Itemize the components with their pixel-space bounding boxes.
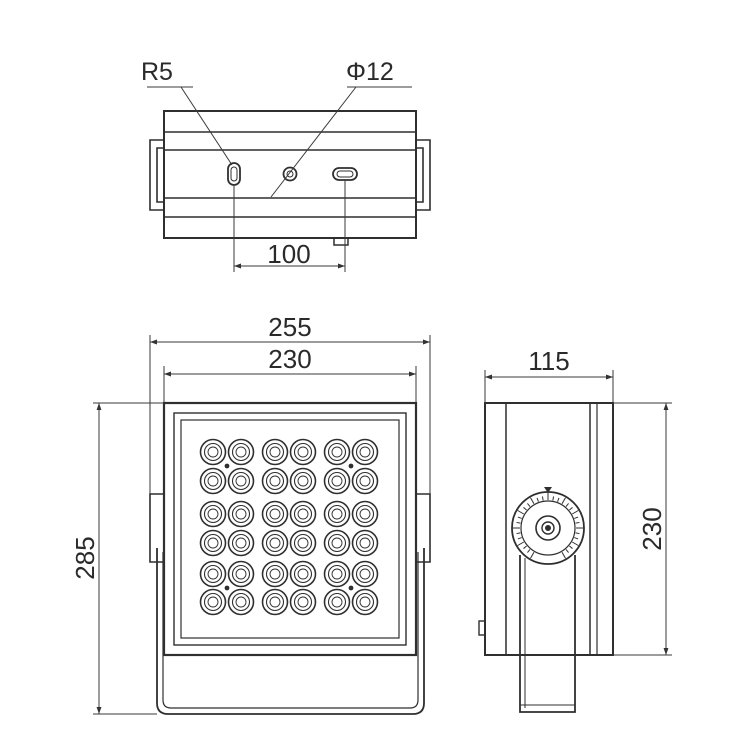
led-lens bbox=[351, 588, 379, 616]
side-housing bbox=[484, 402, 614, 656]
housing bbox=[162, 401, 418, 657]
front-view bbox=[149, 401, 431, 715]
dial-tick bbox=[574, 516, 579, 519]
dial-tick bbox=[530, 497, 535, 505]
dial-tick bbox=[569, 545, 573, 549]
dial-tick bbox=[530, 551, 535, 559]
screw-dot bbox=[224, 585, 230, 591]
mounting-bracket bbox=[156, 548, 425, 715]
dial-tick bbox=[523, 545, 527, 549]
led-lens bbox=[323, 438, 351, 466]
led-lens bbox=[323, 588, 351, 616]
led-lens bbox=[323, 467, 351, 495]
dial-tick bbox=[527, 549, 531, 553]
dimension-115: 115 bbox=[484, 346, 614, 403]
led-lens bbox=[227, 467, 255, 495]
screw-dot bbox=[224, 463, 230, 469]
dial-tick bbox=[561, 497, 566, 505]
dial-tick bbox=[523, 507, 527, 511]
led-lens bbox=[289, 560, 317, 588]
led-lens bbox=[199, 500, 227, 528]
dial-tick bbox=[517, 510, 525, 515]
led-lens bbox=[261, 588, 289, 616]
led-lens bbox=[261, 467, 289, 495]
mounting-slot bbox=[227, 162, 241, 186]
led-lens bbox=[227, 529, 255, 557]
dial-tick bbox=[557, 497, 560, 502]
led-lens bbox=[261, 560, 289, 588]
dial-tick bbox=[517, 516, 522, 519]
led-lens bbox=[323, 500, 351, 528]
mounting-hole bbox=[282, 166, 298, 182]
dimension-285: 285 bbox=[70, 402, 164, 715]
led-lens bbox=[227, 560, 255, 588]
led-lens bbox=[227, 438, 255, 466]
led-lens bbox=[199, 560, 227, 588]
leader-r5: R5 bbox=[141, 58, 233, 166]
tilt-angle-dial bbox=[511, 487, 585, 565]
screw-dot bbox=[348, 463, 354, 469]
led-lens bbox=[199, 588, 227, 616]
led-lens bbox=[323, 529, 351, 557]
screw-dot bbox=[348, 585, 354, 591]
led-lens bbox=[323, 560, 351, 588]
led-lens bbox=[351, 529, 379, 557]
dial-tick bbox=[552, 496, 555, 501]
label-phi12: Φ12 bbox=[346, 58, 394, 86]
dial-tick bbox=[565, 549, 569, 553]
label-100: 100 bbox=[267, 239, 310, 269]
dial-tick bbox=[574, 537, 579, 540]
led-lens bbox=[199, 467, 227, 495]
side-bracket-arm bbox=[519, 555, 576, 713]
dial-tick bbox=[516, 521, 521, 524]
led-lens bbox=[261, 500, 289, 528]
led-lens bbox=[199, 438, 227, 466]
led-lens bbox=[289, 500, 317, 528]
side-view bbox=[478, 402, 614, 713]
dial-tick bbox=[517, 537, 522, 540]
dimension-255: 255 bbox=[149, 312, 431, 494]
label-255: 255 bbox=[268, 312, 311, 342]
led-lens bbox=[351, 500, 379, 528]
dial-tick bbox=[571, 510, 579, 515]
led-lens bbox=[199, 529, 227, 557]
label-285: 285 bbox=[70, 536, 100, 579]
leader-phi12: Φ12 bbox=[270, 58, 412, 198]
dial-tick bbox=[569, 507, 573, 511]
led-lens bbox=[289, 529, 317, 557]
led-lens bbox=[351, 438, 379, 466]
label-115: 115 bbox=[528, 346, 569, 376]
label-r5: R5 bbox=[141, 58, 173, 86]
led-lens bbox=[289, 467, 317, 495]
dial-tick bbox=[561, 551, 566, 559]
label-230-width: 230 bbox=[268, 344, 311, 374]
label-230-height: 230 bbox=[637, 507, 667, 550]
dimension-230-height: 230 bbox=[613, 402, 672, 656]
dial-tick bbox=[527, 503, 531, 507]
dial-tick bbox=[516, 532, 521, 535]
top-view bbox=[149, 110, 431, 246]
led-lens bbox=[261, 529, 289, 557]
dial-tick bbox=[517, 541, 525, 546]
dial-tick bbox=[541, 496, 544, 501]
led-lens bbox=[351, 467, 379, 495]
led-lens bbox=[289, 588, 317, 616]
led-lens bbox=[289, 438, 317, 466]
dimension-100: 100 bbox=[233, 180, 346, 272]
dial-tick bbox=[575, 521, 580, 524]
led-array bbox=[199, 438, 379, 616]
dial-tick bbox=[536, 497, 539, 502]
dial-tick bbox=[565, 503, 569, 507]
led-lens bbox=[227, 500, 255, 528]
led-lens bbox=[261, 438, 289, 466]
dial-tick bbox=[571, 541, 579, 546]
led-lens bbox=[227, 588, 255, 616]
dial-tick bbox=[575, 532, 580, 535]
led-lens bbox=[351, 560, 379, 588]
dimension-230-width: 230 bbox=[163, 344, 417, 403]
